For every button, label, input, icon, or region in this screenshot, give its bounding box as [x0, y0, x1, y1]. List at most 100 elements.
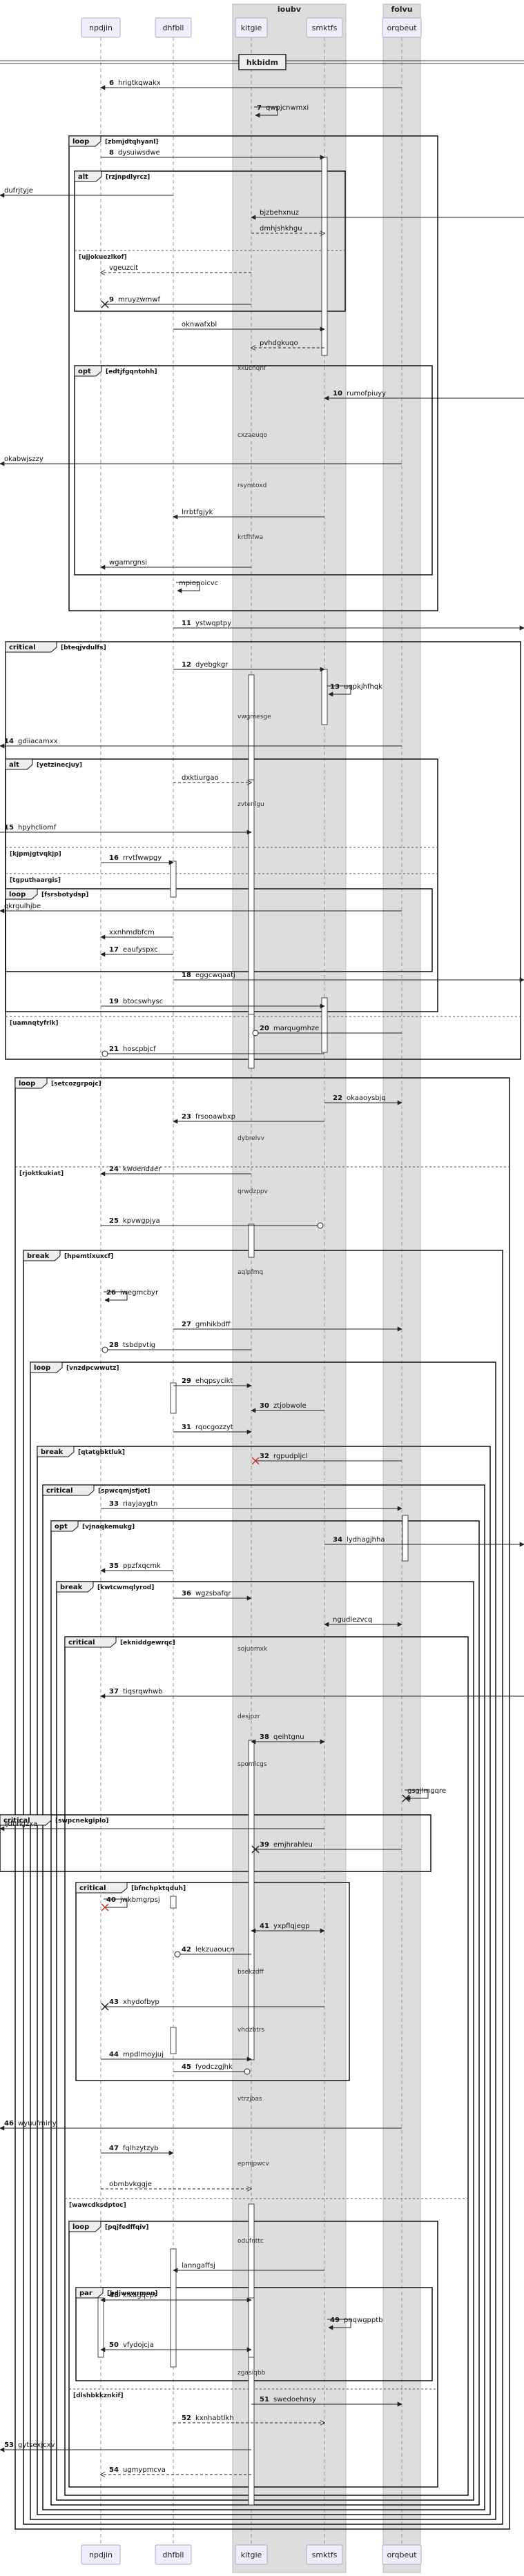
participant-kitgie[interactable]: kitgie: [235, 17, 268, 38]
message-label: eaufyspxc: [123, 946, 158, 954]
participant-dhfbll[interactable]: dhfbll: [155, 17, 192, 38]
message-number: 37: [109, 1688, 119, 1695]
message-label: gytsexjcxv: [18, 2441, 55, 2449]
activation-bar: [170, 2248, 177, 2368]
fragment-guard: [qtatgbktluk]: [78, 1449, 125, 1456]
fragment-kind: break: [60, 1584, 83, 1591]
activation-bar: [248, 1223, 255, 1258]
participant-orqbeut-bottom[interactable]: orqbeut: [382, 2544, 422, 2565]
message-label: uqpkjhfhqk: [344, 683, 382, 691]
participants-top: npdjin dhfbll kitgie smktfs orqbeut: [81, 17, 422, 38]
message: desjpzr: [237, 1713, 260, 1720]
participant-label: orqbeut: [387, 2550, 417, 2559]
participant-label: kitgie: [241, 23, 262, 32]
message-label: cxzaeuqo: [237, 432, 267, 439]
participants-bottom: npdjin dhfbll kitgie smktfs orqbeut: [81, 2544, 422, 2565]
fragment-guard: [rzjnpdlyrcz]: [106, 174, 150, 181]
participant-label: npdjin: [89, 23, 113, 32]
activation-bar: [170, 1382, 177, 1414]
message: vhdzbtrs: [237, 2027, 264, 2034]
message-label: dyebgkgr: [195, 661, 229, 669]
else-separator: [rjoktkukiat]: [15, 1166, 510, 1177]
message: zgasiqbb: [237, 2370, 266, 2377]
participant-kitgie-bottom[interactable]: kitgie: [235, 2544, 268, 2565]
message-number: 7: [257, 104, 262, 112]
fragment-loop: loop[vnzdpcwwutz]: [30, 1361, 496, 2520]
message-label: gsgjlmgqre: [407, 1787, 446, 1795]
fragment-guard: [bteqjvdulfs]: [61, 645, 106, 651]
participant-npdjin-bottom[interactable]: npdjin: [81, 2544, 121, 2565]
lifelines: [100, 37, 402, 2545]
message-number: 23: [182, 1113, 191, 1121]
message-label: eggcwqaatj: [195, 972, 235, 979]
activation-bar: [321, 669, 328, 725]
group-label-folvu: folvu: [391, 5, 412, 14]
message: ljdbhgzxa: [0, 1820, 324, 1831]
message-label: marqugmhze: [273, 1025, 319, 1032]
else-guard: [ujjokuezlkof]: [79, 254, 127, 261]
message: vwgmesge: [237, 714, 271, 720]
message-number: 41: [260, 1923, 269, 1930]
message-label: mpdlmoyjuj: [123, 2051, 164, 2058]
message: qkrgulhjbe: [0, 903, 402, 914]
message-label: lrrbtfgjyk: [182, 509, 213, 516]
participant-label: orqbeut: [387, 23, 417, 32]
participant-smktfs-bottom[interactable]: smktfs: [306, 2544, 343, 2565]
message-number: 6: [109, 79, 114, 87]
message-number: 53: [4, 2441, 14, 2449]
activation-bar: [248, 2297, 255, 2358]
fragment-kind: critical: [79, 1885, 106, 1892]
fragment-critical: critical[swpcnekgiplo]: [0, 1814, 431, 1872]
fragment-kind: loop: [19, 1080, 35, 1088]
message-label: rrvtfwwpgy: [123, 854, 162, 862]
message-number: 13: [330, 683, 340, 691]
message-label: dysuiwsdwe: [118, 149, 160, 157]
participant-dhfbll-bottom[interactable]: dhfbll: [155, 2544, 192, 2565]
message-label: lekzuaoucn: [195, 1946, 235, 1954]
participant-orqbeut[interactable]: orqbeut: [382, 17, 422, 38]
message-label: btocswhysc: [123, 998, 163, 1005]
message-label: okaaoysbjq: [347, 1094, 386, 1102]
activation-bar: [248, 1740, 255, 2061]
message: obmbvkggje: [101, 2181, 251, 2189]
message: spomlcgs: [237, 1761, 267, 1768]
fragment-guard: [bfnchpktqduh]: [131, 1885, 186, 1892]
message-label: rqocgozzyt: [195, 1424, 233, 1431]
activation-bar: [321, 157, 328, 356]
fragments: loop[zbmjdtqhyanl]alt[rzjnpdlyrcz][ujjok…: [0, 135, 521, 2530]
message-number: 54: [109, 2466, 119, 2474]
message-label: gmhikbdff: [195, 1321, 231, 1328]
fragment-guard: [pqjfedffqiv]: [105, 2224, 148, 2231]
message-label: lydhagjhha: [347, 1536, 385, 1544]
participant-npdjin[interactable]: npdjin: [81, 17, 121, 38]
message-label: wgzsbafqr: [195, 1590, 231, 1597]
fragment-critical: critical[ekniddgewrqc]: [64, 1636, 469, 2496]
fragment-kind: opt: [55, 1523, 68, 1531]
message-label: zvtenlgu: [237, 801, 264, 808]
message-label: epmjpwcv: [237, 2161, 270, 2167]
message-number: 47: [109, 2145, 119, 2152]
message-label: kwoendaer: [123, 1166, 162, 1173]
activation-bar: [321, 997, 328, 1053]
message-label: xhydofbyp: [123, 1998, 159, 2006]
message: odufnttc: [237, 2238, 264, 2245]
message-label: rumofpiuyy: [347, 390, 386, 397]
participant-smktfs[interactable]: smktfs: [306, 17, 343, 38]
fragment-guard: [bdjwewrmon]: [107, 2290, 157, 2297]
fragment-guard: [swpcnekgiplo]: [55, 1818, 108, 1825]
else-separator: [tgputhaargis]: [6, 873, 438, 884]
